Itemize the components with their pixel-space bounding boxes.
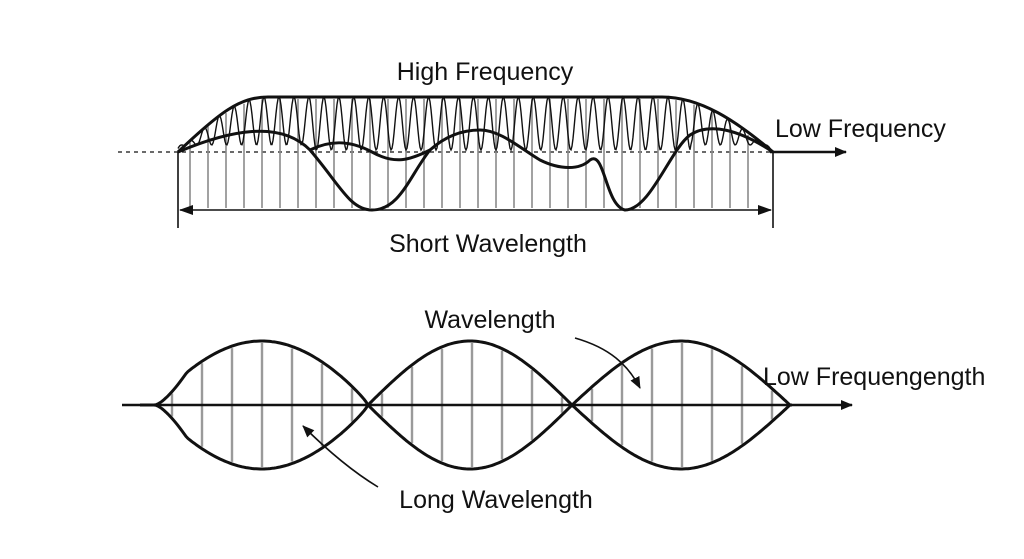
high-frequency-oscillation — [177, 95, 774, 153]
top-lower-envelope — [177, 127, 774, 212]
top-upper-envelope — [176, 95, 774, 154]
bottom-lower-envelope — [140, 403, 792, 471]
wavelength-pointer-arrow — [574, 337, 641, 389]
long-wavelength-label: Long Wavelength — [399, 486, 593, 514]
bottom-low-frequency-label: Low Frequengength — [763, 363, 985, 391]
high-frequency-label: High Frequency — [397, 58, 574, 86]
top-middle-envelope — [309, 141, 431, 162]
short-wavelength-label: Short Wavelength — [389, 230, 587, 258]
top-low-frequency-label: Low Frequency — [775, 115, 946, 143]
long-wavelength-pointer-arrow — [302, 425, 379, 488]
bottom-panel: Wavelength Low Frequengength Long Wavele… — [122, 306, 985, 514]
bottom-upper-envelope — [140, 339, 792, 407]
top-panel: High Frequency Low Frequency Short Wavel… — [118, 58, 946, 258]
wavelength-label: Wavelength — [424, 306, 555, 334]
